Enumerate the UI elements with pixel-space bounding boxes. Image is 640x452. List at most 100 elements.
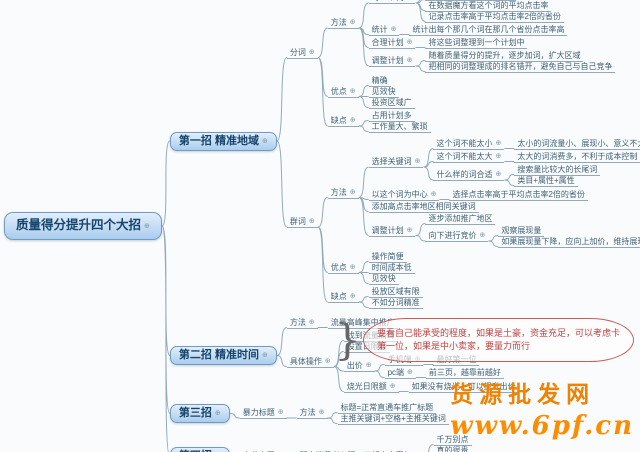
topic-node[interactable]: 见效快 [368,274,399,285]
collapse-icon[interactable]: ⊕ [495,152,502,160]
topic-node[interactable]: 如果展现量下降，应向上加价，维持展现量 [498,237,640,248]
collapse-icon[interactable]: ⊕ [349,117,356,124]
topic-node[interactable]: 统计出每个那几个词在那几个省份点击率高 [409,25,568,36]
topic-node[interactable]: 前三页，越靠前越好 [425,368,504,379]
topic-node[interactable]: 这个词不能太小⊕ [433,139,505,150]
topic-node[interactable]: 观察展现量 [498,226,545,237]
topic-node[interactable]: 随着质量得分的提升，逐步加词，扩大区域 [425,50,584,62]
topic-node[interactable]: 方法⊕ [327,188,359,199]
topic-node[interactable]: 太大的词消费多，不利于成本控制 [514,152,640,163]
collapse-icon[interactable]: ⊕ [390,25,397,33]
topic-label: 优点 [330,262,347,272]
collapse-icon[interactable]: ⊕ [430,190,437,198]
topic-node[interactable]: 方法⊕ [296,408,328,419]
topic-node[interactable]: 将这些词整理到一个计划中 [425,37,528,49]
collapse-icon[interactable]: ⊕ [495,139,502,147]
topic-node[interactable]: 群词⊕ [286,217,318,228]
collapse-icon[interactable]: ⊕ [495,171,502,178]
topic-node[interactable]: 出价⊕ [343,361,375,372]
collapse-icon[interactable]: ⊕ [261,137,268,145]
topic-node[interactable]: 真的很贵 [434,446,472,452]
topic-node[interactable]: 标题=正常直通车推广标题 [337,403,437,414]
topic-node[interactable]: 烧光日限额⊕ [343,382,399,393]
collapse-icon[interactable]: ⊕ [406,226,413,234]
collapse-icon[interactable]: ⊕ [261,352,268,359]
topic-label: 优点 [330,86,347,96]
topic-node[interactable]: 选择点击率高于平均点击率2倍的省份 [449,190,588,201]
branch-node[interactable]: 第一招 精准地域⊕ [169,131,277,151]
collapse-icon[interactable]: ⊕ [349,188,356,196]
topic-label: 如果没有烧光，可以提升出价 [411,381,516,391]
branch-node[interactable]: 第二招 精准时间⊕ [169,346,277,365]
topic-node[interactable]: 调整计划⊕ [368,56,416,67]
collapse-icon[interactable]: ⊕ [214,410,221,417]
topic-node[interactable]: 流量高峰集中推广 [327,318,398,329]
topic-label: 随着质量得分的提升，逐步加词，扩大区域 [428,50,581,60]
topic-node[interactable]: 主推关键词+空格+主推关键词 [337,414,449,425]
collapse-icon[interactable]: ⊕ [349,19,356,26]
topic-label: 将这些词整理到一个计划中 [428,37,525,47]
collapse-icon[interactable]: ⊕ [308,218,315,225]
topic-node[interactable]: 搜索量比较大的长尾词 [514,165,601,176]
topic-node[interactable]: 精确 [368,76,391,87]
collapse-icon[interactable]: ⊕ [144,223,150,230]
topic-node[interactable]: 每一个词⊕ [368,0,416,4]
collapse-icon[interactable]: ⊕ [277,409,284,416]
topic-node[interactable]: 记录点击率高于平均点击率2倍的省份 [425,12,564,23]
branch-node[interactable]: 第三招⊕ [169,404,230,423]
collapse-icon[interactable]: ⊕ [407,0,413,1]
topic-node[interactable]: 不如分词精准 [368,298,423,309]
collapse-icon[interactable]: ⊕ [308,318,315,326]
root-node[interactable]: 质量得分提升四个大招⊕ [4,212,162,240]
topic-node[interactable]: 优点⊕ [327,86,359,98]
topic-node[interactable]: 投资区域广 [368,98,415,109]
topic-node[interactable]: 统计⊕ [368,25,400,36]
topic-node[interactable]: pc端⊕ [384,368,416,379]
topic-node[interactable]: 把相同的词整理成的排名错开，避免自己与自己竞争 [425,62,616,73]
collapse-icon[interactable]: ⊕ [349,293,356,300]
collapse-icon[interactable]: ⊕ [479,232,486,239]
topic-node[interactable]: 缺点⊕ [327,116,359,127]
collapse-icon[interactable]: ⊕ [324,357,331,365]
collapse-icon[interactable]: ⊕ [349,87,356,95]
topic-node[interactable]: 时间成本低 [368,263,415,274]
topic-node[interactable]: 方法⊕ [327,18,359,29]
topic-node[interactable]: 添加高点击率地区相同关键词 [368,202,479,213]
topic-label: 选择关键词 [371,157,412,166]
topic-node[interactable]: 占用计划多 [368,111,415,122]
collapse-icon[interactable]: ⊕ [406,38,413,46]
topic-node[interactable]: 千万别点 [433,435,472,446]
collapse-icon[interactable]: ⊕ [389,382,396,390]
topic-node[interactable]: 暴力标题⊕ [239,408,287,419]
collapse-icon[interactable]: ⊕ [308,48,315,56]
collapse-icon[interactable]: ⊕ [365,362,372,369]
topic-node[interactable]: 这个词不能太大⊕ [433,152,505,163]
collapse-icon[interactable]: ⊕ [349,263,356,271]
topic-node[interactable]: 以这个词为中心⊕ [368,190,440,201]
topic-node[interactable]: 查看每个省7天的点击率 [425,0,516,1]
collapse-icon[interactable]: ⊕ [414,158,421,165]
topic-node[interactable]: 逐步添加推广地区 [425,214,496,225]
topic-node[interactable]: 什么样的词合适⊕ [433,170,505,181]
topic-node[interactable]: 向下进行竞价⊕ [425,231,489,242]
topic-node[interactable]: 在数据魔方看这个词的平均点击率 [425,1,552,12]
topic-node[interactable]: 分词⊕ [286,48,318,59]
topic-node[interactable]: 如果没有烧光，可以提升出价 [408,381,519,393]
topic-node[interactable]: 合理计划⊕ [368,38,416,49]
topic-node[interactable]: 工作量大、繁琐 [368,122,431,133]
topic-node[interactable]: 操作简便 [368,252,407,263]
topic-node[interactable]: 优点⊕ [327,262,359,274]
topic-node[interactable]: 缺点⊕ [327,292,359,303]
collapse-icon[interactable]: ⊕ [406,57,413,64]
topic-node[interactable]: 调整计划⊕ [368,226,416,237]
topic-node[interactable]: 具体操作⊕ [286,357,334,368]
collapse-icon[interactable]: ⊕ [407,368,413,376]
collapse-icon[interactable]: ⊕ [318,409,325,416]
topic-node[interactable]: 太小的词流量小、展现小、意义不大 [514,139,640,150]
topic-node[interactable]: 类目+属性+属性 [514,176,578,187]
branch-node[interactable]: 第四招⊕ [169,447,230,452]
topic-node[interactable]: 见效快 [368,87,399,98]
topic-node[interactable]: 选择关键词⊕ [368,157,424,168]
topic-node[interactable]: 方法⊕ [286,318,318,329]
topic-node[interactable]: 投放区域有限 [368,287,423,298]
